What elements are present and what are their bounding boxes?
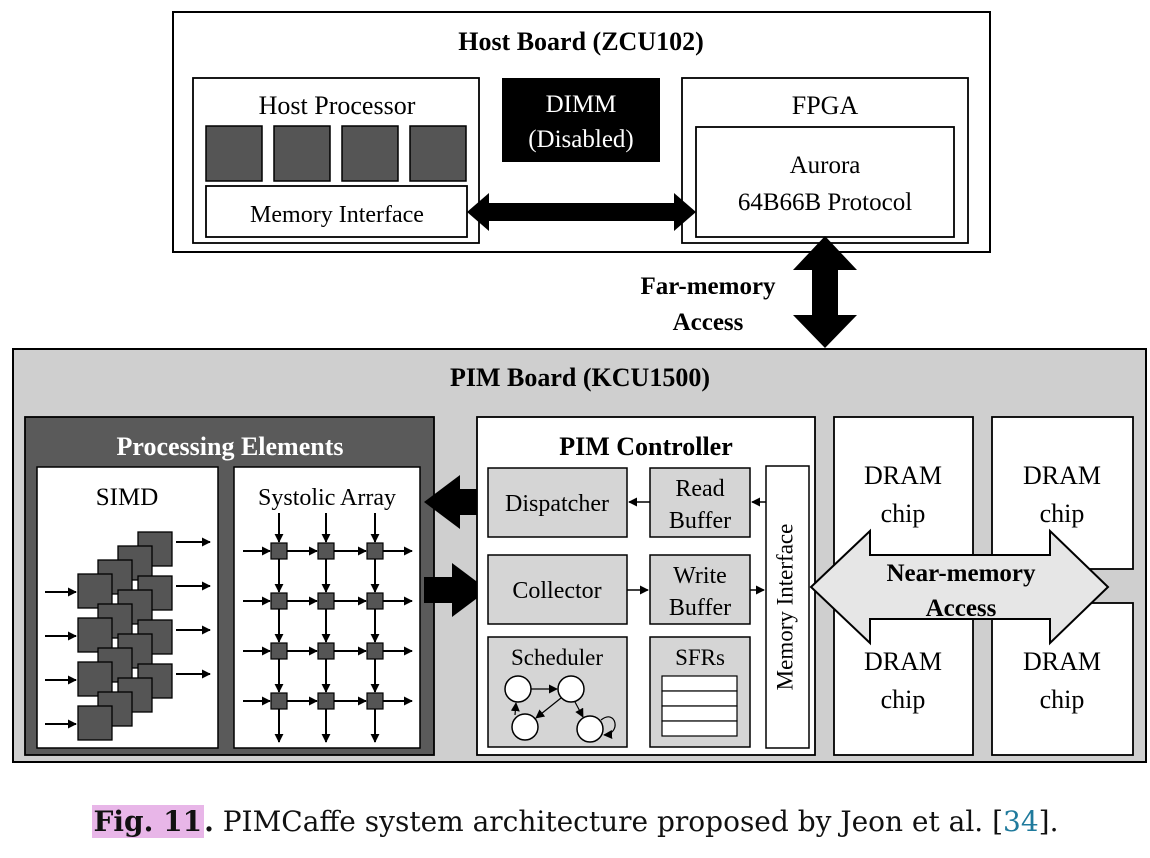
processing-elements: Processing Elements SIMD Systolic Array: [24, 416, 435, 756]
simd-label: SIMD: [96, 484, 159, 511]
citation-link[interactable]: 34: [1003, 805, 1039, 838]
systolic-processing-element: [270, 642, 288, 660]
simd-processing-unit: [77, 573, 113, 609]
scheduler: Scheduler: [487, 636, 628, 748]
systolic-processing-element: [317, 542, 335, 560]
near-memory-arrow: [809, 528, 1110, 646]
dispatcher-label: Dispatcher: [505, 491, 609, 517]
pim-board: PIM Board (KCU1500) Processing Elements …: [12, 348, 1147, 763]
scheduler-label: Scheduler: [511, 645, 603, 670]
dram-chip-label: chip: [881, 499, 926, 528]
state-node: [576, 715, 604, 743]
host-processor: Host Processor Memory Interface: [192, 77, 480, 244]
systolic-processing-element: [317, 642, 335, 660]
systolic-processing-element: [270, 542, 288, 560]
systolic-processing-element: [270, 592, 288, 610]
state-node: [511, 713, 539, 741]
dram-chip-label: chip: [1040, 685, 1085, 714]
far-memory-label-line2: Access: [673, 309, 744, 336]
figure-caption: Fig. 11. PIMCaffe system architecture pr…: [0, 805, 1150, 838]
simd-processing-unit: [77, 617, 113, 653]
pim-controller: PIM Controller Dispatcher Read Buffer Co…: [476, 416, 816, 756]
dimm: DIMM (Disabled): [502, 78, 660, 162]
protocol-label: 64B66B Protocol: [738, 189, 912, 216]
dram-chip-label: DRAM: [1023, 461, 1101, 490]
register-row: [661, 690, 738, 707]
processing-elements-title: Processing Elements: [117, 432, 344, 461]
pim-board-title: PIM Board (KCU1500): [450, 363, 710, 392]
dimm-label: DIMM: [546, 91, 617, 118]
systolic-processing-element: [366, 692, 384, 710]
dram-chip-label: DRAM: [864, 461, 942, 490]
dram-chip-label: chip: [1040, 499, 1085, 528]
dram-chip-label: chip: [881, 685, 926, 714]
cpu-core: [273, 125, 331, 182]
dispatch-arrow: [424, 475, 488, 529]
architecture-diagram: Host Board (ZCU102) Host Processor Memor…: [12, 11, 1147, 763]
dram-chip-label: DRAM: [864, 647, 942, 676]
fpga: FPGA Aurora 64B66B Protocol: [681, 77, 969, 244]
sfrs: SFRs: [649, 636, 751, 748]
host-processor-label: Host Processor: [259, 91, 416, 120]
systolic-processing-element: [270, 692, 288, 710]
host-board-title: Host Board (ZCU102): [458, 27, 704, 56]
simd-processing-unit: [77, 705, 113, 741]
fpga-label: FPGA: [792, 91, 859, 120]
caption-end: ].: [1038, 805, 1059, 838]
read-buffer-line1: Read: [675, 476, 724, 502]
caption-text: PIMCaffe system architecture proposed by…: [222, 805, 1004, 838]
systolic-processing-element: [366, 592, 384, 610]
figure-label: Fig. 11.: [91, 805, 214, 838]
write-buffer-line2: Buffer: [669, 595, 731, 621]
controller-memory-interface: Memory Interface: [772, 524, 797, 691]
collector-label: Collector: [512, 578, 601, 604]
cpu-core: [341, 125, 399, 182]
systolic-processing-element: [317, 592, 335, 610]
far-memory-arrow: [793, 236, 857, 348]
simd-unit: SIMD: [36, 466, 219, 749]
host-board: Host Board (ZCU102) Host Processor Memor…: [172, 11, 991, 253]
systolic-processing-element: [366, 642, 384, 660]
cpu-core: [409, 125, 467, 182]
state-node: [504, 675, 532, 703]
write-buffer-line1: Write: [673, 563, 727, 589]
pim-controller-title: PIM Controller: [559, 432, 733, 461]
register-row: [661, 675, 738, 692]
systolic-array-label: Systolic Array: [258, 485, 396, 511]
systolic-array-unit: Systolic Array: [233, 466, 421, 749]
aurora-label: Aurora: [790, 152, 861, 179]
near-memory-label-line1: Near-memory: [887, 560, 1036, 587]
state-node: [557, 675, 585, 703]
systolic-processing-element: [366, 542, 384, 560]
dram-chip-label: DRAM: [1023, 647, 1101, 676]
register-row: [661, 720, 738, 737]
far-memory-label-line1: Far-memory: [640, 273, 776, 300]
dram-chip: DRAM chip: [833, 416, 974, 570]
near-memory-label-line2: Access: [926, 595, 997, 622]
sfrs-label: SFRs: [675, 645, 725, 670]
host-memory-interface: Memory Interface: [250, 202, 424, 228]
simd-processing-unit: [77, 661, 113, 697]
collect-arrow: [424, 563, 488, 617]
host-link-arrow: [467, 193, 696, 231]
dimm-status: (Disabled): [528, 126, 634, 153]
read-buffer-line2: Buffer: [669, 508, 731, 534]
systolic-processing-element: [317, 692, 335, 710]
register-row: [661, 705, 738, 722]
cpu-core: [205, 125, 263, 182]
